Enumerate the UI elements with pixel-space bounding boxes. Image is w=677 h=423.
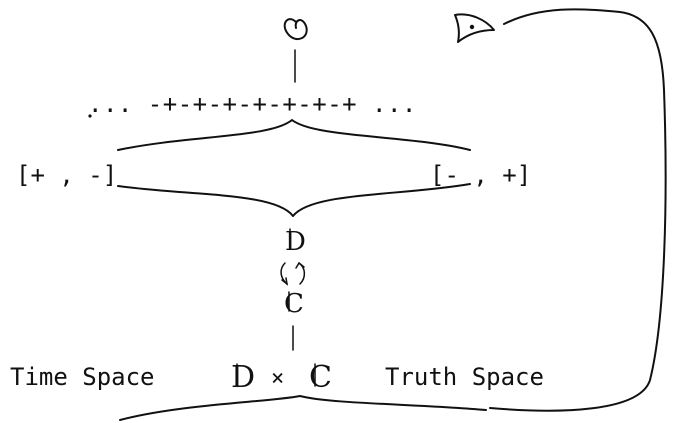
symbol-c-bottom: C (309, 360, 332, 395)
upper-brace (118, 120, 470, 150)
eye-mark (455, 14, 494, 42)
sequence-line: ... -+-+-+-+-+-+-+ ... (88, 90, 417, 118)
label-time-space: Time Space (10, 363, 155, 391)
symbol-d: D (285, 227, 306, 257)
stray-dot (88, 114, 91, 117)
times-sign: × (271, 366, 284, 391)
interval-right: [- , +] (430, 161, 531, 189)
interval-left: [+ , -] (16, 161, 117, 189)
symbol-c: C (284, 289, 304, 319)
symbol-d-bottom: D (231, 360, 255, 395)
bottom-brace (120, 396, 486, 420)
label-truth-space: Truth Space (385, 363, 544, 391)
spiral-mark (285, 19, 307, 39)
lower-brace (118, 184, 470, 216)
eye-mark-dot (470, 25, 474, 29)
return-loop (490, 9, 666, 410)
